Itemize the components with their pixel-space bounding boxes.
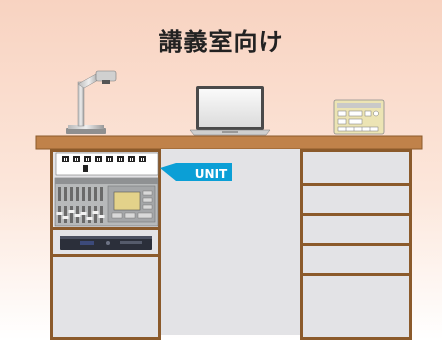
audio-mixer-icon (54, 177, 159, 227)
unit-callout (160, 163, 232, 181)
document-camera-icon (66, 70, 117, 134)
power-strip-icon (55, 152, 159, 176)
diagram-title: 講義室向け (158, 28, 284, 56)
amplifier-icon (60, 236, 152, 250)
desk-top (35, 135, 423, 150)
right-cabinet (300, 149, 412, 340)
unit-callout-label: UNIT (194, 167, 228, 181)
control-panel-icon (333, 99, 385, 135)
laptop-icon (189, 86, 271, 136)
